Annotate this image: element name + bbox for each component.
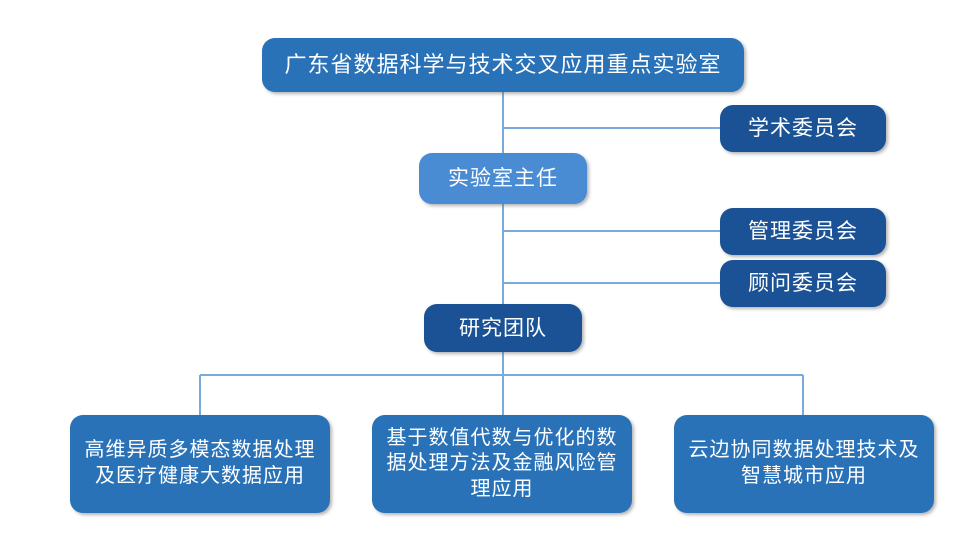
node-research-team[interactable]: 研究团队 [424, 304, 582, 352]
node-advisory-committee-label: 顾问委员会 [748, 271, 858, 296]
node-academic-committee[interactable]: 学术委员会 [720, 105, 886, 152]
node-research-direction-1-label: 高维异质多模态数据处理及医疗健康大数据应用 [84, 439, 316, 487]
node-research-direction-1[interactable]: 高维异质多模态数据处理及医疗健康大数据应用 [70, 415, 330, 513]
node-management-committee-label: 管理委员会 [748, 219, 858, 244]
node-management-committee[interactable]: 管理委员会 [720, 208, 886, 255]
node-root-label: 广东省数据科学与技术交叉应用重点实验室 [284, 51, 722, 77]
node-research-direction-3-label: 云边协同数据处理技术及智慧城市应用 [688, 439, 920, 487]
node-research-direction-3[interactable]: 云边协同数据处理技术及智慧城市应用 [674, 415, 934, 513]
node-research-direction-2-label: 基于数值代数与优化的数据处理方法及金融风险管理应用 [386, 426, 618, 500]
node-lab-director[interactable]: 实验室主任 [419, 153, 587, 204]
node-advisory-committee[interactable]: 顾问委员会 [720, 260, 886, 307]
node-academic-committee-label: 学术委员会 [748, 116, 858, 141]
node-research-team-label: 研究团队 [459, 315, 547, 340]
node-research-direction-2[interactable]: 基于数值代数与优化的数据处理方法及金融风险管理应用 [372, 415, 632, 513]
node-root-laboratory[interactable]: 广东省数据科学与技术交叉应用重点实验室 [262, 38, 744, 92]
node-lab-director-label: 实验室主任 [448, 166, 558, 191]
